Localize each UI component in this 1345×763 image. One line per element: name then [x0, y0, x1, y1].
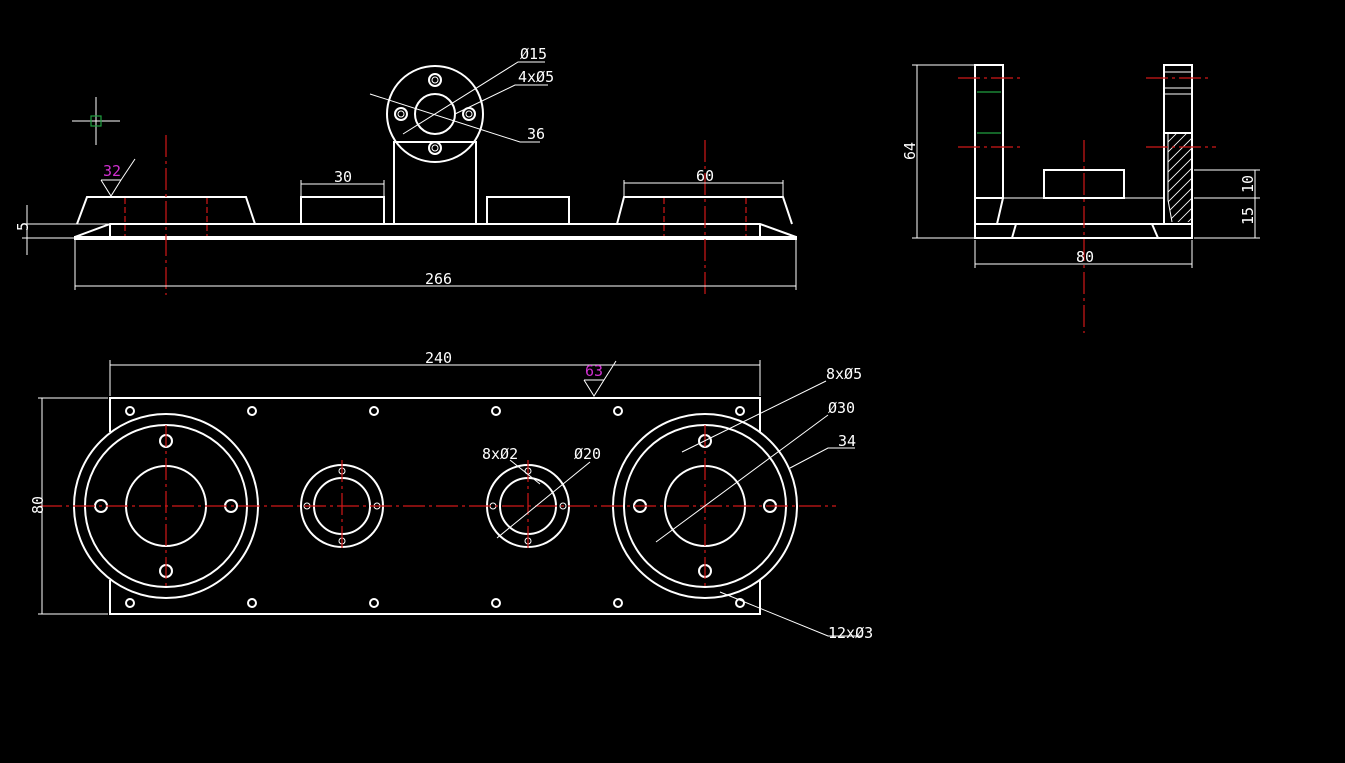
dim-266: 266 [425, 270, 452, 288]
dim-15: 15 [1239, 207, 1257, 225]
dim-30: 30 [334, 168, 352, 186]
roughness-32: 32 [103, 162, 121, 180]
boss-right [486, 196, 570, 225]
left-wall [974, 64, 1004, 199]
dim-80-side: 80 [1076, 248, 1094, 266]
right-pad [616, 196, 793, 225]
boss-left [300, 196, 385, 225]
callout-20: Ø20 [574, 445, 601, 463]
callout-flange-36: 36 [527, 125, 545, 143]
callout-8x5: 8xØ5 [826, 365, 862, 383]
side-view [912, 64, 1260, 333]
right-wall [1163, 64, 1193, 225]
plate-outline [109, 397, 761, 432]
dim-80-top: 80 [29, 496, 47, 514]
roughness-63: 63 [585, 362, 603, 380]
top-view [38, 360, 862, 637]
dim-240: 240 [425, 349, 452, 367]
dim-10: 10 [1239, 175, 1257, 193]
dim-5: 5 [14, 222, 32, 231]
callout-30: Ø30 [828, 399, 855, 417]
front-view [22, 61, 797, 295]
callout-holes-4x5: 4xØ5 [518, 68, 554, 86]
callout-12x3: 12xØ3 [828, 624, 873, 642]
callout-34: 34 [838, 432, 856, 450]
floor [995, 197, 1168, 225]
dim-60: 60 [696, 167, 714, 185]
callout-8x2: 8xØ2 [482, 445, 518, 463]
crosshair-icon [72, 97, 120, 145]
dim-64: 64 [901, 142, 919, 160]
callout-bore-15: Ø15 [520, 45, 547, 63]
flange-outer [386, 65, 484, 163]
